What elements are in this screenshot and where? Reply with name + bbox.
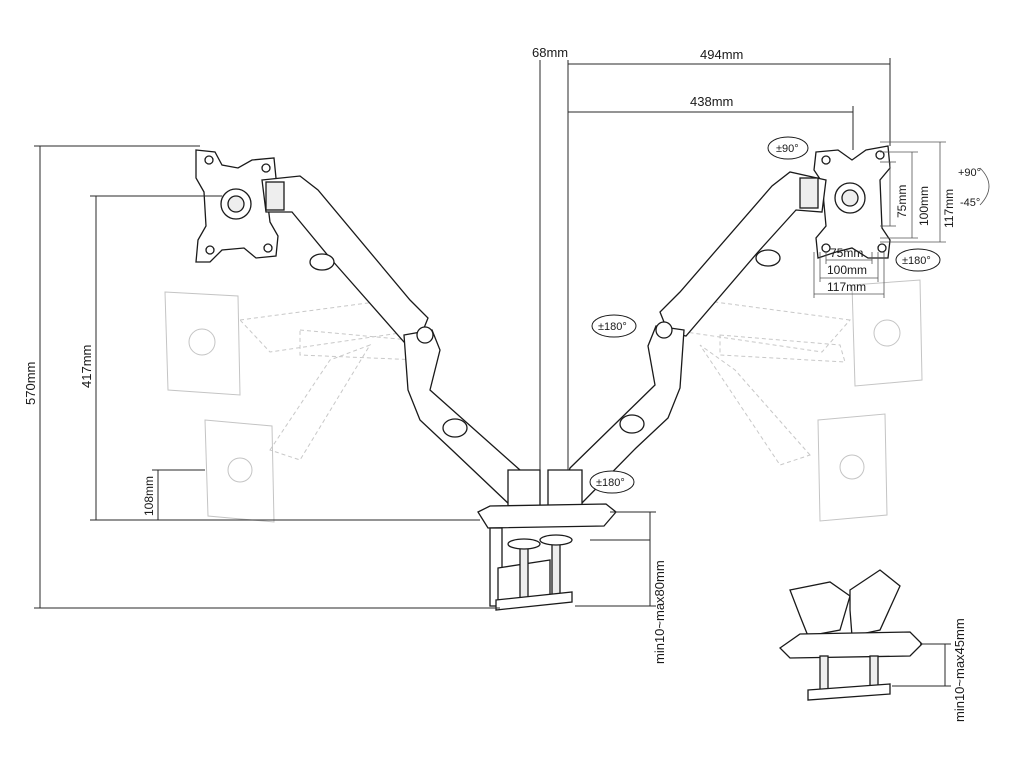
left-elbow-joint bbox=[416, 326, 434, 344]
badge-swivel-vesa: ±180° bbox=[895, 248, 941, 272]
ghost-arm-left-3 bbox=[299, 329, 421, 361]
ghost-arm-right-2 bbox=[699, 344, 811, 466]
clamp-detail bbox=[778, 569, 923, 701]
dim-438mm: 438mm bbox=[690, 94, 733, 109]
dimension-labels: 68mm 494mm 438mm 570mm 417mm 108mm min10… bbox=[23, 45, 967, 722]
svg-text:±90°: ±90° bbox=[776, 143, 799, 155]
left-tilt-joint bbox=[265, 181, 285, 211]
ghost-positions bbox=[164, 279, 923, 523]
dim-clamp-main: min10~max80mm bbox=[652, 560, 667, 664]
clamp-knob-right bbox=[539, 534, 573, 546]
badge-tilt: +90° -45° bbox=[958, 167, 990, 209]
dimension-lines bbox=[34, 58, 951, 687]
dim-108mm: 108mm bbox=[142, 476, 156, 516]
dim-68mm: 68mm bbox=[532, 45, 568, 60]
detail-column-right bbox=[849, 569, 901, 637]
clamp-bottom-pad bbox=[495, 591, 573, 611]
tilt-down-label: -45° bbox=[960, 197, 980, 209]
dim-570mm: 570mm bbox=[23, 362, 38, 405]
dim-417mm: 417mm bbox=[79, 345, 94, 388]
right-lower-knob bbox=[619, 414, 645, 434]
ghost-arm-left-1 bbox=[238, 299, 422, 353]
right-arm bbox=[559, 171, 827, 506]
ghost-arm-left-2 bbox=[269, 344, 372, 461]
left-upper-arm bbox=[261, 175, 429, 343]
badge-swivel-base: ±180° bbox=[589, 470, 635, 494]
ghost-vesa-hub-right-2 bbox=[839, 454, 865, 480]
dim-clamp-detail: min10~max45mm bbox=[952, 618, 967, 722]
ghost-vesa-hub-left-2 bbox=[227, 457, 253, 483]
detail-bottom-plate bbox=[807, 683, 891, 701]
clamp-screw-right bbox=[551, 543, 561, 597]
svg-text:±180°: ±180° bbox=[902, 255, 931, 267]
detail-screw-left bbox=[819, 655, 829, 693]
dim-vesa-117-horizontal: 117mm bbox=[827, 280, 866, 294]
ghost-arm-right-3 bbox=[719, 334, 846, 363]
rotation-badges: ±90° ±180° +90° -45° ±180° ±180° bbox=[589, 136, 990, 494]
base-column-left bbox=[507, 469, 541, 511]
right-tilt-joint bbox=[799, 177, 819, 209]
detail-base-plate bbox=[778, 631, 923, 659]
tilt-up-label: +90° bbox=[958, 167, 981, 179]
right-elbow-joint bbox=[655, 321, 673, 339]
detail-column-left bbox=[789, 581, 851, 637]
left-arm bbox=[261, 175, 529, 506]
ghost-vesa-hub-left-1 bbox=[188, 328, 216, 356]
left-tension-knob bbox=[309, 253, 335, 271]
right-tension-knob bbox=[755, 249, 781, 267]
main-base bbox=[477, 469, 617, 611]
ghost-vesa-hub-right-1 bbox=[873, 319, 901, 347]
dim-vesa-100-horizontal: 100mm bbox=[827, 263, 867, 277]
dim-vesa-75-vertical: 75mm bbox=[895, 185, 909, 218]
badge-swivel-arm: ±180° bbox=[591, 314, 637, 338]
dim-vesa-100-vertical: 100mm bbox=[917, 186, 931, 226]
left-vesa-plate bbox=[195, 149, 279, 263]
left-lower-knob bbox=[442, 418, 468, 438]
dim-494mm: 494mm bbox=[700, 47, 743, 62]
dim-vesa-75-horizontal: 75mm bbox=[830, 246, 863, 260]
base-plate bbox=[477, 503, 617, 529]
dim-vesa-117-vertical: 117mm bbox=[942, 189, 956, 228]
svg-text:±180°: ±180° bbox=[598, 321, 627, 333]
clamp-knob-left bbox=[507, 538, 541, 550]
badge-rotate-vesa: ±90° bbox=[767, 136, 809, 160]
right-vesa-plate bbox=[813, 145, 891, 259]
svg-text:±180°: ±180° bbox=[596, 477, 625, 489]
